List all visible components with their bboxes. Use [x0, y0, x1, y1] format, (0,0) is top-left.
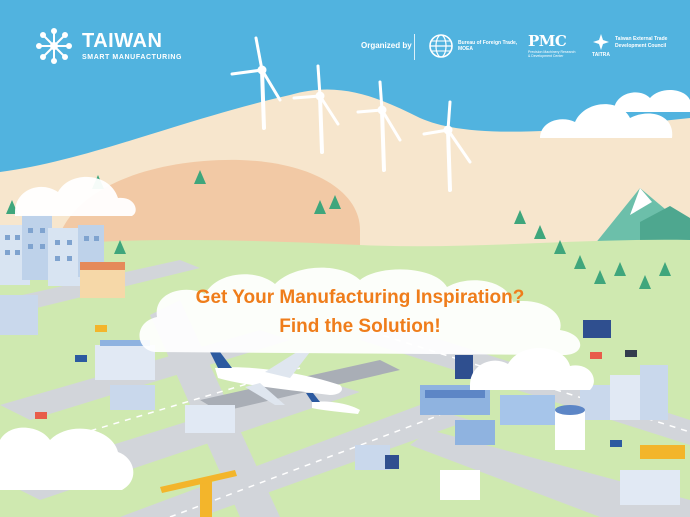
organizer-pmc-name: Precision Machinery Research & Developme… — [528, 50, 576, 59]
airport-buildings — [95, 340, 390, 470]
hero-headline: Get Your Manufacturing Inspiration? Find… — [135, 283, 585, 341]
taitra-emblem-icon — [593, 34, 609, 50]
circuit-node-icon — [36, 28, 72, 64]
hill — [55, 159, 360, 262]
pmc-logo-icon: PMC — [528, 32, 567, 50]
organizer-taitra-abbr: TAITRA — [592, 52, 610, 58]
organizer-boft-logo[interactable]: Bureau of Foreign Trade, MOEA — [428, 33, 518, 59]
organizer-taitra-name: Taiwan External Trade Development Counci… — [615, 36, 668, 49]
headline-cloud — [139, 267, 581, 355]
mountain — [630, 188, 652, 215]
solar-panels — [385, 320, 611, 469]
mountain — [640, 206, 690, 250]
headline-line-1: Get Your Manufacturing Inspiration? — [195, 287, 525, 308]
globe-emblem-icon — [429, 34, 453, 58]
wind-turbines — [230, 36, 472, 192]
organizer-taitra-logo[interactable]: TAITRA Taiwan External Trade Development… — [592, 33, 677, 58]
organized-by-label: Organized by — [361, 41, 412, 50]
small-plane — [306, 393, 360, 414]
headline-line-2: Find the Solution! — [279, 316, 441, 337]
brand-name: TAIWAN — [82, 30, 163, 52]
organizer-pmc-logo[interactable]: PMC Precision Machinery Research & Devel… — [528, 32, 578, 59]
site-header: TAIWAN SMART MANUFACTURING Organized by … — [0, 0, 690, 80]
crane — [160, 470, 237, 517]
factory-buildings — [420, 365, 680, 505]
airplane — [210, 350, 342, 405]
apartment-buildings — [0, 215, 125, 335]
organizer-divider — [414, 34, 415, 60]
clouds — [0, 89, 690, 490]
organizer-boft-name: Bureau of Foreign Trade, MOEA — [458, 39, 518, 52]
brand-logo[interactable]: TAIWAN SMART MANUFACTURING — [34, 26, 182, 66]
vehicles — [35, 325, 685, 459]
brand-tagline: SMART MANUFACTURING — [82, 54, 183, 61]
